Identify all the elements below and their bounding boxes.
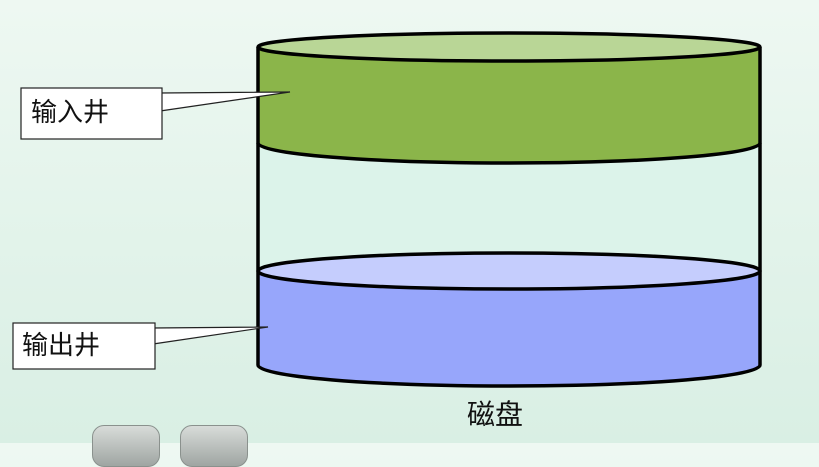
output-well-region	[258, 271, 760, 386]
input-well-top	[258, 33, 760, 61]
prev-slide-button[interactable]	[92, 425, 160, 467]
disk-middle-region	[258, 143, 760, 288]
next-slide-button[interactable]	[180, 425, 248, 467]
output-well-callout	[12, 322, 269, 370]
disk-label: 磁盘	[467, 398, 524, 431]
input-well-callout-box	[20, 87, 163, 140]
output-well-callout-box	[12, 322, 156, 370]
cylinder-outline	[256, 31, 762, 388]
input-well-callout	[20, 87, 291, 140]
input-well-label: 输入井	[31, 98, 110, 128]
output-well-top	[258, 253, 760, 289]
output-well-label: 输出井	[22, 331, 101, 361]
input-well-region	[258, 47, 760, 163]
disk-diagram	[12, 31, 762, 388]
